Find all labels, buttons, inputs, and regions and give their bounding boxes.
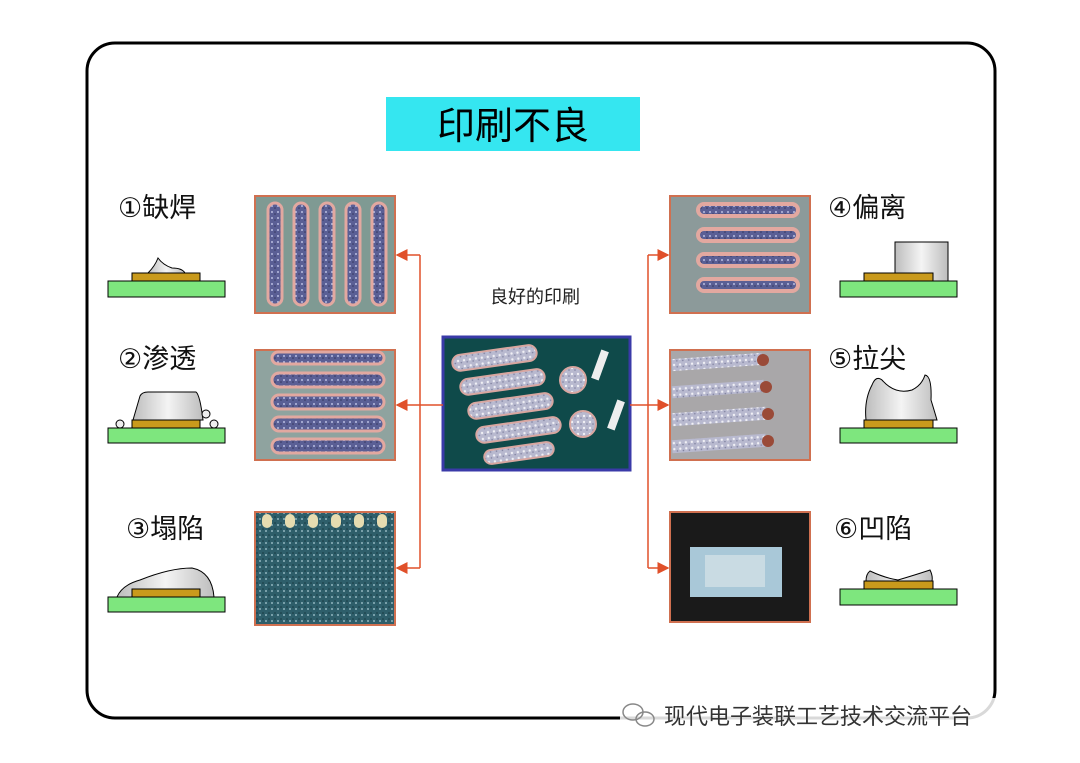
photo-missing-solder (254, 195, 396, 314)
photo-slump (254, 511, 396, 626)
diagram-peaking (839, 374, 958, 444)
slide-title: 印刷不良 (437, 104, 589, 148)
watermark: 现代电子装联工艺技术交流平台 (620, 698, 1050, 732)
diagram-dent (839, 569, 958, 606)
wechat-icon (622, 703, 655, 727)
center-caption: 良好的印刷 (490, 287, 580, 308)
diagram-bleeding (107, 391, 226, 444)
connectors (395, 249, 670, 574)
defect-label-5: ⑤拉尖 (828, 344, 906, 375)
photo-bleeding (254, 349, 396, 461)
diagram-misalignment (839, 241, 958, 298)
title-box (386, 97, 640, 151)
diagram-missing-solder (107, 256, 226, 298)
defect-label-6: ⑥凹陷 (834, 514, 912, 545)
defect-label-4: ④偏离 (828, 193, 906, 224)
watermark-text: 现代电子装联工艺技术交流平台 (664, 705, 972, 730)
defect-label-1: ①缺焊 (118, 193, 196, 224)
photo-dent (669, 511, 811, 623)
defect-label-3: ③塌陷 (126, 514, 204, 545)
photo-peaking (669, 349, 811, 461)
photo-misalignment (669, 195, 811, 314)
defect-label-2: ②渗透 (118, 344, 196, 375)
diagram-slump (107, 567, 226, 613)
good-print-photo (441, 335, 632, 472)
